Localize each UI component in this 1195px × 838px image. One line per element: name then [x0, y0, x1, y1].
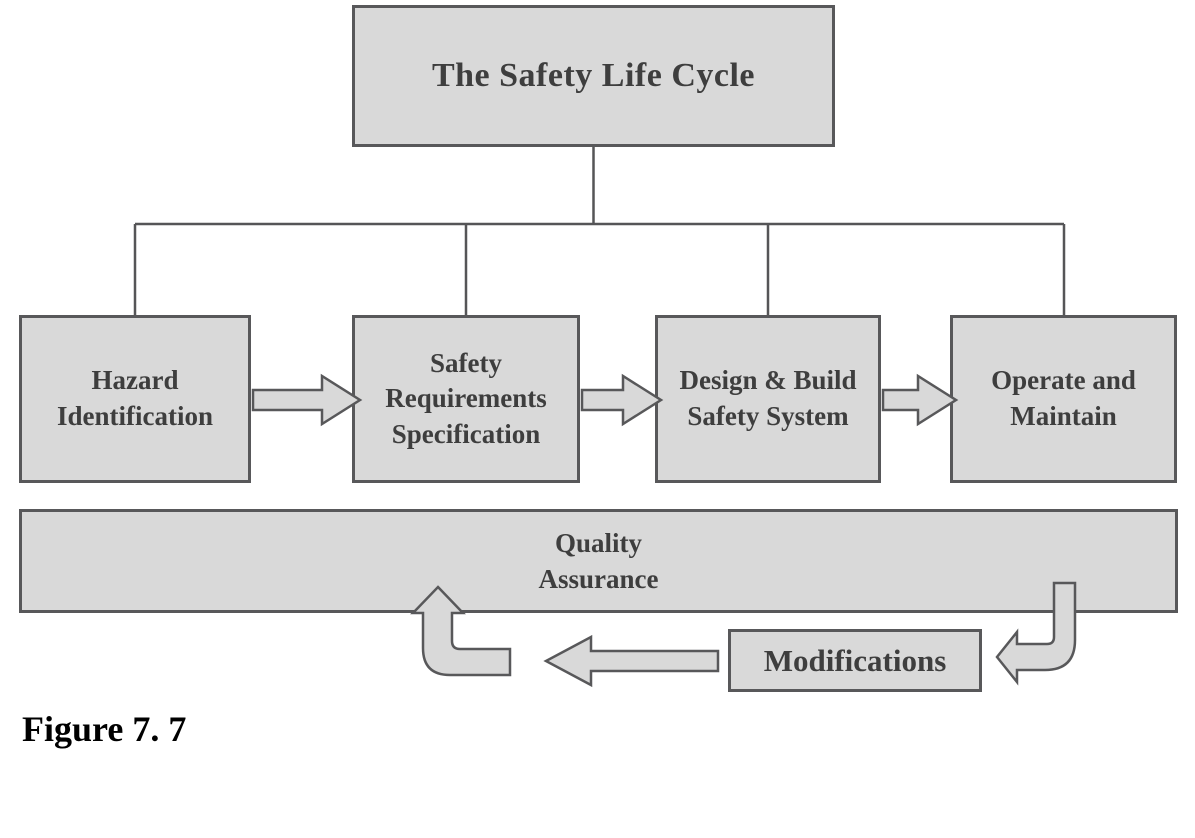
quality-assurance-box: Quality Assurance	[19, 509, 1178, 613]
figure-caption: Figure 7. 7	[22, 709, 187, 749]
stage-box-design-build-safety-system: Design & Build Safety System	[655, 315, 881, 483]
feedback-arrow-left-icon	[543, 634, 720, 688]
flow-arrow-right-3-icon	[881, 373, 959, 427]
modifications-box: Modifications	[728, 629, 982, 692]
flow-arrow-right-1-icon	[251, 373, 363, 427]
stage-box-operate-and-maintain: Operate and Maintain	[950, 315, 1177, 483]
hierarchy-connector-lines	[133, 147, 1066, 315]
flow-arrow-right-2-icon	[580, 373, 664, 427]
title-box: The Safety Life Cycle	[352, 5, 835, 147]
stage-box-safety-requirements-specification: Safety Requirements Specification	[352, 315, 580, 483]
stage-box-hazard-identification: Hazard Identification	[19, 315, 251, 483]
